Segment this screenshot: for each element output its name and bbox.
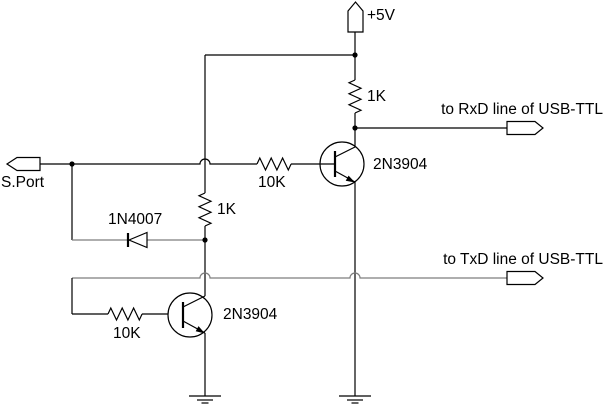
transistor-q1: 2N3904: [319, 128, 428, 396]
txd-output: to TxD line of USB-TTL: [72, 251, 603, 286]
resistor-r2-zigzag: [197, 192, 213, 227]
transistor-q2: 2N3904: [167, 292, 278, 396]
rxd-label: to RxD line of USB-TTL: [441, 101, 603, 118]
diode-d1: 1N4007: [72, 211, 205, 249]
transistor-q1-collector: [334, 146, 356, 158]
serial-port-connector: S.Port: [1, 156, 45, 191]
resistor-r1-label: 1K: [367, 88, 387, 105]
serial-port-icon: [5, 156, 41, 172]
transistor-q1-emitter-arrow-icon: [345, 175, 355, 183]
ground-symbol-right: [339, 395, 371, 404]
junction-dot-rxd: [352, 125, 358, 131]
transistor-q2-emitter-arrow-icon: [195, 326, 205, 334]
txd-label: to TxD line of USB-TTL: [443, 251, 603, 268]
junction-dot-diode: [202, 237, 208, 243]
rxd-connector-icon: [506, 120, 544, 136]
junction-dot-top-rail: [352, 52, 358, 58]
junction-dot-sport: [69, 161, 75, 167]
power-terminal-5v: +5V: [347, 1, 396, 55]
rxd-output: to RxD line of USB-TTL: [355, 101, 603, 136]
diode-d1-label: 1N4007: [108, 211, 162, 228]
wire-sport-line: [40, 158, 257, 165]
ground-symbol-left: [189, 395, 221, 404]
transistor-q2-label: 2N3904: [223, 306, 278, 323]
power-terminal-icon: [347, 1, 364, 33]
resistor-r4-zigzag: [107, 306, 143, 322]
transistor-q2-collector: [182, 295, 206, 308]
wire-txd-line: [72, 272, 507, 279]
resistor-r4: 10K: [71, 278, 183, 342]
resistor-r4-label: 10K: [113, 325, 141, 342]
resistor-r3: 10K: [256, 156, 335, 191]
txd-connector-icon: [506, 270, 544, 286]
resistor-r3-label: 10K: [258, 174, 286, 191]
transistor-q1-label: 2N3904: [373, 156, 428, 173]
resistor-r1: 1K: [347, 55, 387, 128]
resistor-r2-label: 1K: [217, 201, 237, 218]
transistor-q2-body: [167, 292, 213, 338]
resistor-r1-zigzag: [347, 79, 363, 114]
resistor-r2: 1K: [197, 192, 237, 227]
diode-d1-triangle-icon: [127, 231, 148, 249]
power-label: +5V: [367, 7, 396, 24]
serial-port-label: S.Port: [1, 174, 45, 191]
resistor-r3-zigzag: [256, 156, 292, 172]
